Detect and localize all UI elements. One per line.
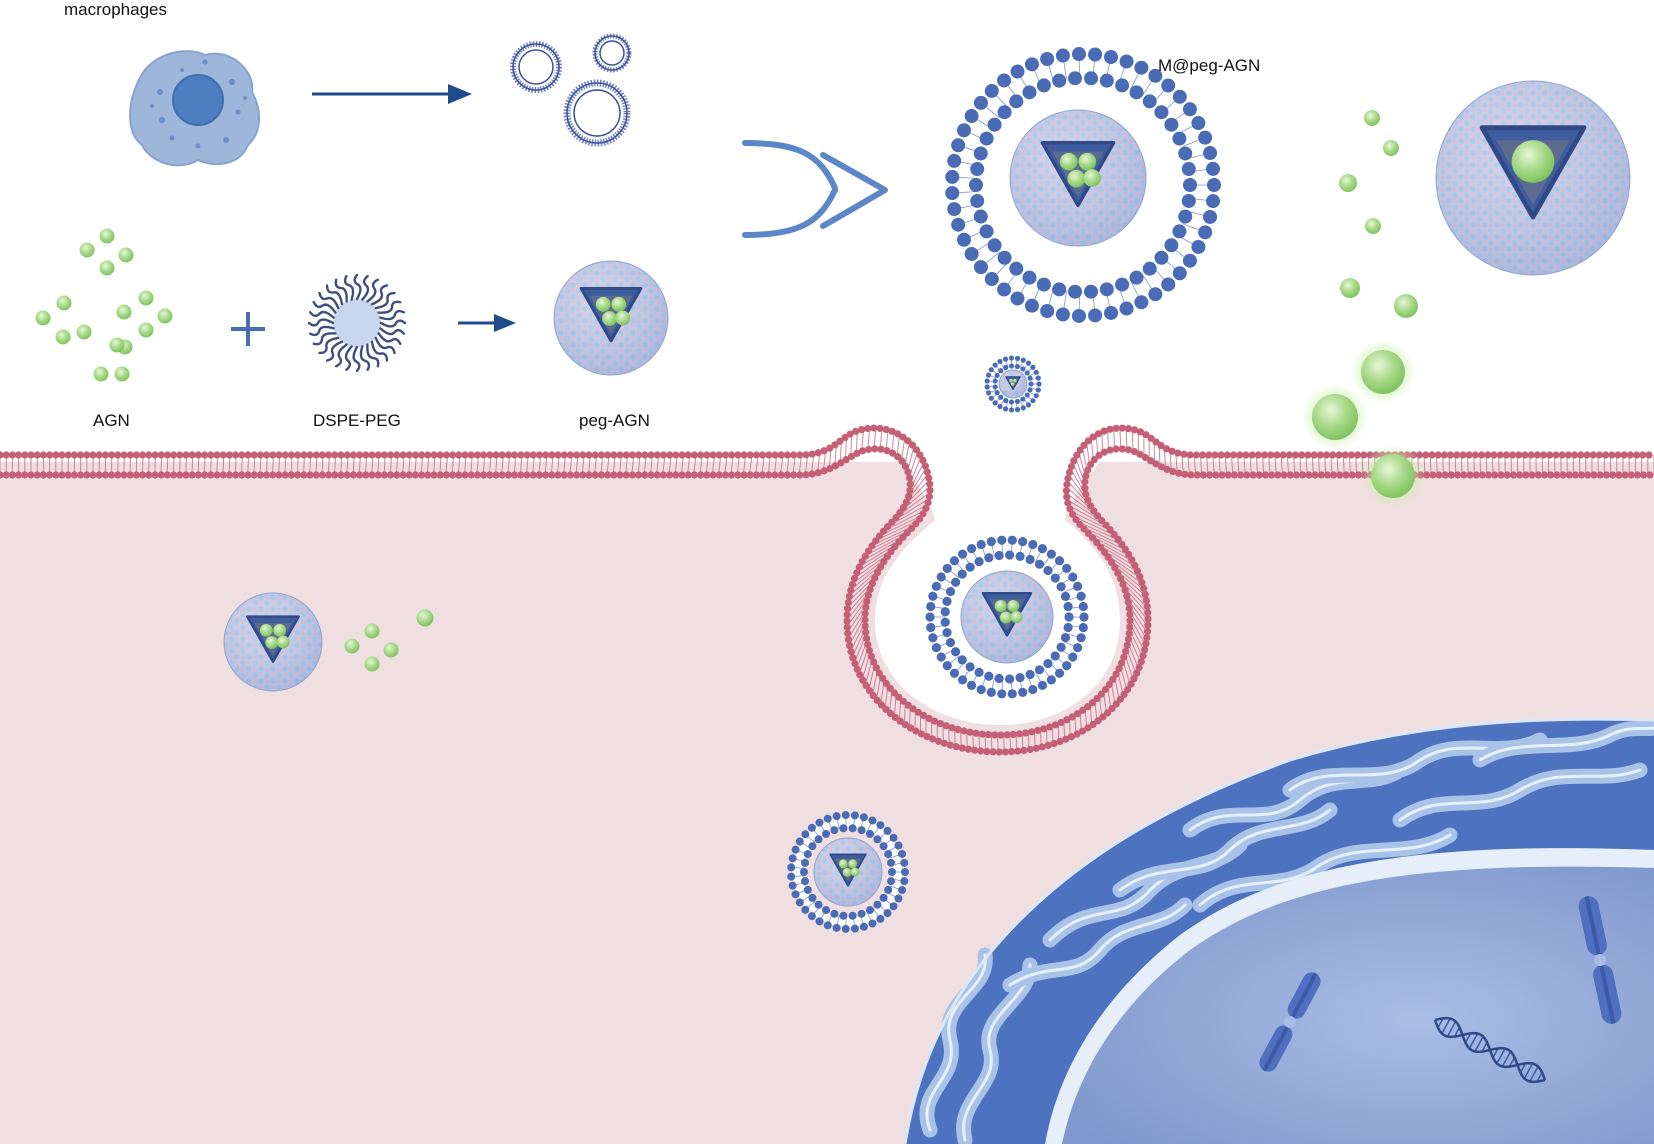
label-macrophages: macrophages — [64, 0, 168, 19]
label-m-peg-agn: M@peg-AGN — [1158, 56, 1261, 75]
released-agn-particles — [344, 110, 1425, 672]
nucleus — [1062, 866, 1654, 1144]
membrane-vesicles — [510, 33, 632, 147]
er-folds — [903, 717, 1654, 1144]
nucleus-region — [903, 717, 1654, 1144]
chromosome-icon — [1259, 972, 1321, 1072]
label-agn: AGN — [93, 411, 130, 430]
arrow-icon — [312, 84, 472, 104]
small-vesicle-core-icon — [998, 369, 1028, 399]
dspe-peg-micelle-icon — [307, 273, 407, 373]
peg-agn-nanoparticle-icon — [553, 260, 669, 376]
plus-icon — [231, 312, 265, 346]
merge-arrow-icon — [742, 140, 888, 238]
arrow-icon — [458, 314, 516, 332]
label-peg-agn: peg-AGN — [579, 411, 650, 430]
macrophage-cell-icon — [129, 50, 260, 167]
agn-particle-cluster — [35, 228, 173, 382]
endosome-core-icon — [960, 570, 1054, 664]
cell-membrane — [0, 424, 1654, 756]
label-dspe-peg: DSPE-PEG — [313, 411, 401, 430]
m-peg-agn-core-icon — [1009, 109, 1147, 247]
nanoparticles-layer — [223, 47, 1631, 933]
zoomed-nanoparticle-icon — [1435, 80, 1631, 276]
released-peg-agn-icon — [223, 592, 323, 692]
chromosome-icon — [1578, 896, 1622, 1024]
dna-helix-icon — [1433, 1016, 1547, 1084]
cytoplasm-vesicle-core-icon — [813, 837, 883, 907]
